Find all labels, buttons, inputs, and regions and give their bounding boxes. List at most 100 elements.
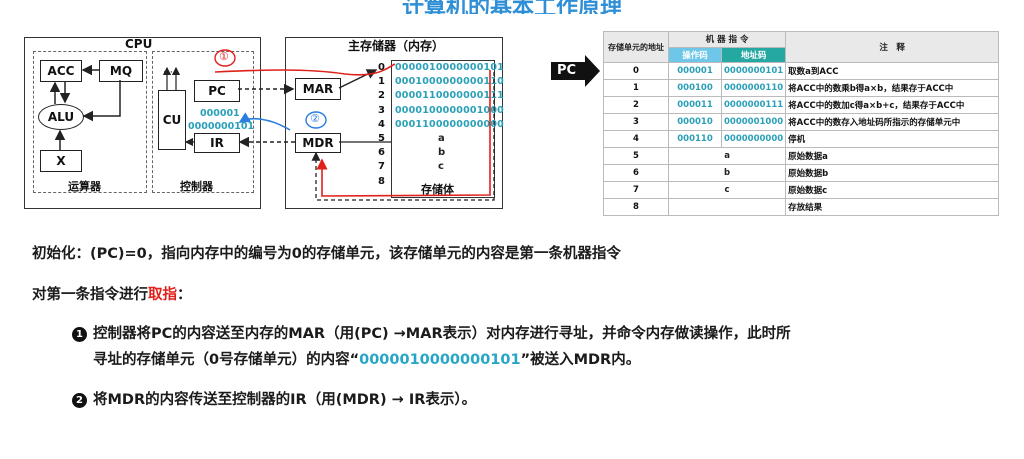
table-header-opcode: 操作码 [668,46,722,63]
x-register: X [40,150,82,172]
table-header-instruction: 机 器 指 令 [667,31,787,48]
table-cell-address: 8 [603,198,669,216]
cpu-label: CPU [125,37,153,51]
annotation-2-text: ② [310,112,320,125]
table-cell-opcode: 000110 [668,130,722,148]
pc-pointer-label: PC [557,63,577,78]
table-cell-data [667,198,787,216]
memory-address-2: 2 [378,90,385,102]
pc-register: PC [194,80,240,102]
acc-register: ACC [40,60,82,82]
red-annotation-fetch [214,63,396,76]
memory-address-7: 7 [378,161,385,173]
table-cell-address: 7 [603,181,669,199]
memory-cell-1: 0001000000000110 [395,76,504,88]
table-cell-note: 停机 [785,130,999,148]
table-cell-data: a [667,147,787,165]
fetch-suffix: ： [177,287,192,303]
table-cell-address: 4 [603,130,669,148]
memory-data-path [311,72,495,201]
bullet-2-marker: 2 [72,393,87,408]
table-header-note: 注 释 [785,31,999,63]
table-cell-opcode: 000001 [668,62,722,80]
table-cell-addrcode: 0000000110 [720,79,787,97]
blue-annotation-circle-2 [305,111,327,129]
memory-label: 主存储器（内存） [348,39,445,53]
table-cell-address: 6 [603,164,669,182]
table-cell-data: b [667,164,787,182]
annotation-1-text: ① [219,50,229,63]
memory-address-6: 6 [378,147,385,159]
table-cell-note: 存放结果 [785,198,999,216]
cu-ellipsis: ⋯ [163,67,173,78]
table-cell-addrcode: 0000000111 [720,96,787,114]
bullet-1-marker: 1 [72,327,87,342]
table-cell-address: 5 [603,147,669,165]
memory-address-5: 5 [378,133,385,144]
ir-register: IR [194,133,240,153]
table-cell-note: 原始数据b [785,164,999,182]
bullet-1-text-2b: ”被送入MDR内。 [520,352,641,368]
bullet-2-text: 将MDR的内容传送至控制器的IR（用(MDR) → IR表示）。 [93,392,477,408]
table-cell-note: 原始数据a [785,147,999,165]
memory-cell-5: a [438,133,445,144]
diagram-arrows: ⋯ [49,49,600,201]
memory-cell-4: 0001100000000000 [395,118,504,130]
mq-register: MQ [99,60,143,82]
alu-caption: 运算器 [68,180,101,193]
table-cell-data: c [667,181,787,199]
red-annotation-return [316,70,491,197]
table-header-addrcode: 地址码 [720,46,787,63]
table-cell-opcode: 000100 [668,79,722,97]
blue-annotation-transfer [238,112,291,131]
table-cell-opcode: 000010 [668,113,722,131]
table-cell-addrcode: 0000000000 [720,130,787,148]
bullet-2-line: 2 将MDR的内容传送至控制器的IR（用(MDR) → IR表示）。 [72,388,476,409]
memory-cell-2: 0000110000000111 [395,90,504,102]
table-cell-note: 将ACC中的数存入地址码所指示的存储单元中 [785,113,999,131]
bullet-1-text: 控制器将PC的内容送至内存的MAR（用(PC) →MAR表示）对内存进行寻址，并… [93,326,791,342]
table-cell-addrcode: 0000001000 [720,113,787,131]
mar-to-memory-arrow [338,69,378,89]
memory-cell-3: 0000100000001000 [395,104,504,116]
controller-caption: 控制器 [180,180,213,193]
pc-pointer-arrow [551,55,600,87]
mq-to-alu-arrow [82,80,121,122]
table-cell-opcode: 000011 [668,96,722,114]
memory-address-0: 0 [378,62,385,73]
table-cell-address: 0 [603,62,669,80]
red-annotation-circle-1 [214,49,236,67]
table-cell-address: 1 [603,79,669,97]
fetch-heading: 对第一条指令进行取指： [32,283,192,304]
memory-cell-6: b [438,147,446,159]
alu-unit: ALU [38,104,84,130]
memory-address-3: 3 [378,104,385,116]
table-cell-note: 将ACC中的数乘b得a×b，结果存于ACC中 [785,79,999,97]
table-row: 8 存放结果 [603,198,999,216]
memory-address-8: 8 [378,175,385,187]
ir-opcode-value: 000001 [200,108,240,119]
storage-body [391,60,495,198]
table-cell-note: 将ACC中的数加c得a×b+c，结果存于ACC中 [785,96,999,114]
bullet-1-highlight: 0000010000000101 [359,352,521,368]
table-cell-address: 2 [603,96,669,114]
table-cell-addrcode: 0000000101 [720,62,787,80]
init-text: 初始化：(PC)=0，指向内存中的编号为0的存储单元，该存储单元的内容是第一条机… [32,246,621,262]
table-header-address: 存储单元的地址 [603,31,669,63]
bullet-1-line-2: 寻址的存储单元（0号存储单元）的内容“0000010000000101”被送入M… [93,348,640,369]
memory-address-4: 4 [378,118,385,130]
mar-register: MAR [295,78,341,100]
storage-caption: 存储体 [421,183,454,196]
fetch-prefix: 对第一条指令进行 [32,287,148,303]
mdr-register: MDR [295,133,341,153]
